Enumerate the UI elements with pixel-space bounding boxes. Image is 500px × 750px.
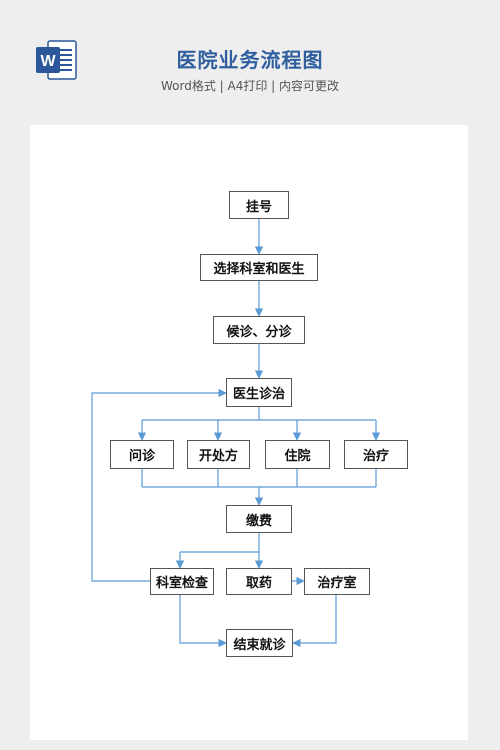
connector-exam-loop xyxy=(91,388,227,582)
connector-exam-finish xyxy=(179,595,227,648)
connector-room-finish xyxy=(292,595,337,648)
node-choose-dept: 选择科室和医生 xyxy=(200,254,318,281)
svg-text:W: W xyxy=(40,53,56,70)
page-title: 医院业务流程图 xyxy=(176,48,324,72)
word-document-icon: W xyxy=(36,40,77,80)
node-hospitalize: 住院 xyxy=(265,440,330,469)
node-diagnose: 医生诊治 xyxy=(226,378,292,407)
node-wait-triage: 候诊、分诊 xyxy=(213,316,305,344)
header: W 医院业务流程图 Word格式 | A4打印 | 内容可更改 xyxy=(0,0,500,125)
node-get-medicine: 取药 xyxy=(226,568,292,595)
node-dept-exam: 科室检查 xyxy=(150,568,214,595)
node-inquiry: 问诊 xyxy=(110,440,174,469)
node-finish: 结束就诊 xyxy=(226,629,293,657)
node-treatment: 治疗 xyxy=(344,440,408,469)
page-subtitle: Word格式 | A4打印 | 内容可更改 xyxy=(160,79,340,93)
node-payment: 缴费 xyxy=(226,505,292,533)
node-prescribe: 开处方 xyxy=(187,440,250,469)
node-register: 挂号 xyxy=(229,191,289,219)
node-treatment-room: 治疗室 xyxy=(304,568,370,595)
